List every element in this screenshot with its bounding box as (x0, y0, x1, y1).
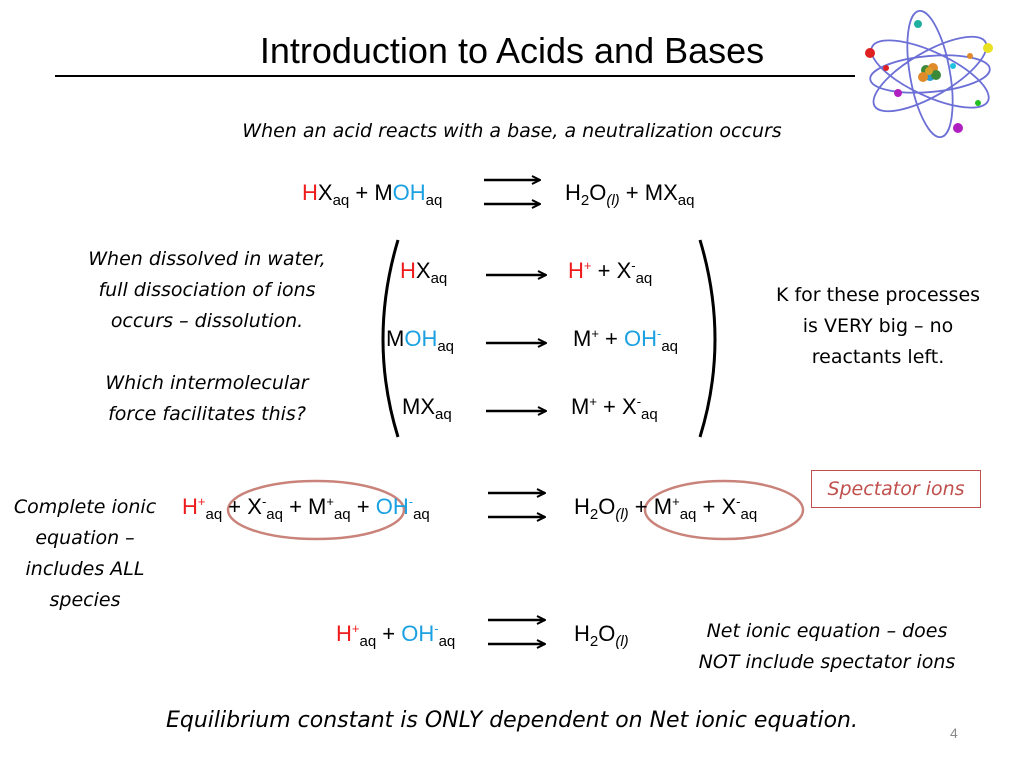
dissociation-2-left: MOHaq (386, 326, 455, 355)
page-number: 4 (950, 725, 958, 741)
neutralization-reactants: HXaq + MOHaq (302, 180, 443, 209)
dissociation-3-right: M+ + X-aq (571, 394, 658, 423)
complete-ionic-products: H2O(l) + M+aq + X-aq (574, 494, 758, 523)
net-ionic-reactants: H+aq + OH-aq (336, 621, 456, 650)
dissociation-1-right: H+ + X-aq (568, 258, 653, 287)
left-bracket (381, 239, 400, 438)
dissolution-note: When dissolved in water, full dissociati… (88, 248, 326, 425)
k-note: K for these processes is VERY big – no r… (775, 284, 981, 368)
footer-statement: Equilibrium constant is ONLY dependent o… (166, 708, 858, 733)
neutralization-products: H2O(l) + MXaq (565, 180, 695, 209)
atom-icon (865, 9, 993, 138)
complete-ionic-label: Complete ionic equation – includes ALL s… (13, 496, 157, 611)
dissociation-3-left: MXaq (402, 394, 452, 423)
net-ionic-products: H2O(l) (574, 621, 629, 650)
dissociation-1-left: HXaq (400, 258, 448, 287)
equilibrium-arrow-3 (488, 620, 545, 644)
net-ionic-note: Net ionic equation – does NOT include sp… (698, 620, 956, 673)
equilibrium-arrow-2 (488, 493, 545, 517)
slide-title: Introduction to Acids and Bases (259, 30, 765, 71)
spectator-circle-left (226, 479, 406, 541)
slide-subtitle: When an acid reacts with a base, a neutr… (242, 120, 782, 142)
spectator-ions-label: Spectator ions (811, 470, 981, 508)
complete-ionic-reactants: H+aq + X-aq + M+aq + OH-aq (182, 494, 430, 523)
title-underline (55, 75, 855, 77)
spectator-circle-right (643, 479, 805, 541)
dissociation-2-right: M+ + OH-aq (573, 326, 679, 355)
right-bracket (698, 239, 717, 438)
equilibrium-arrow-1 (484, 180, 540, 204)
